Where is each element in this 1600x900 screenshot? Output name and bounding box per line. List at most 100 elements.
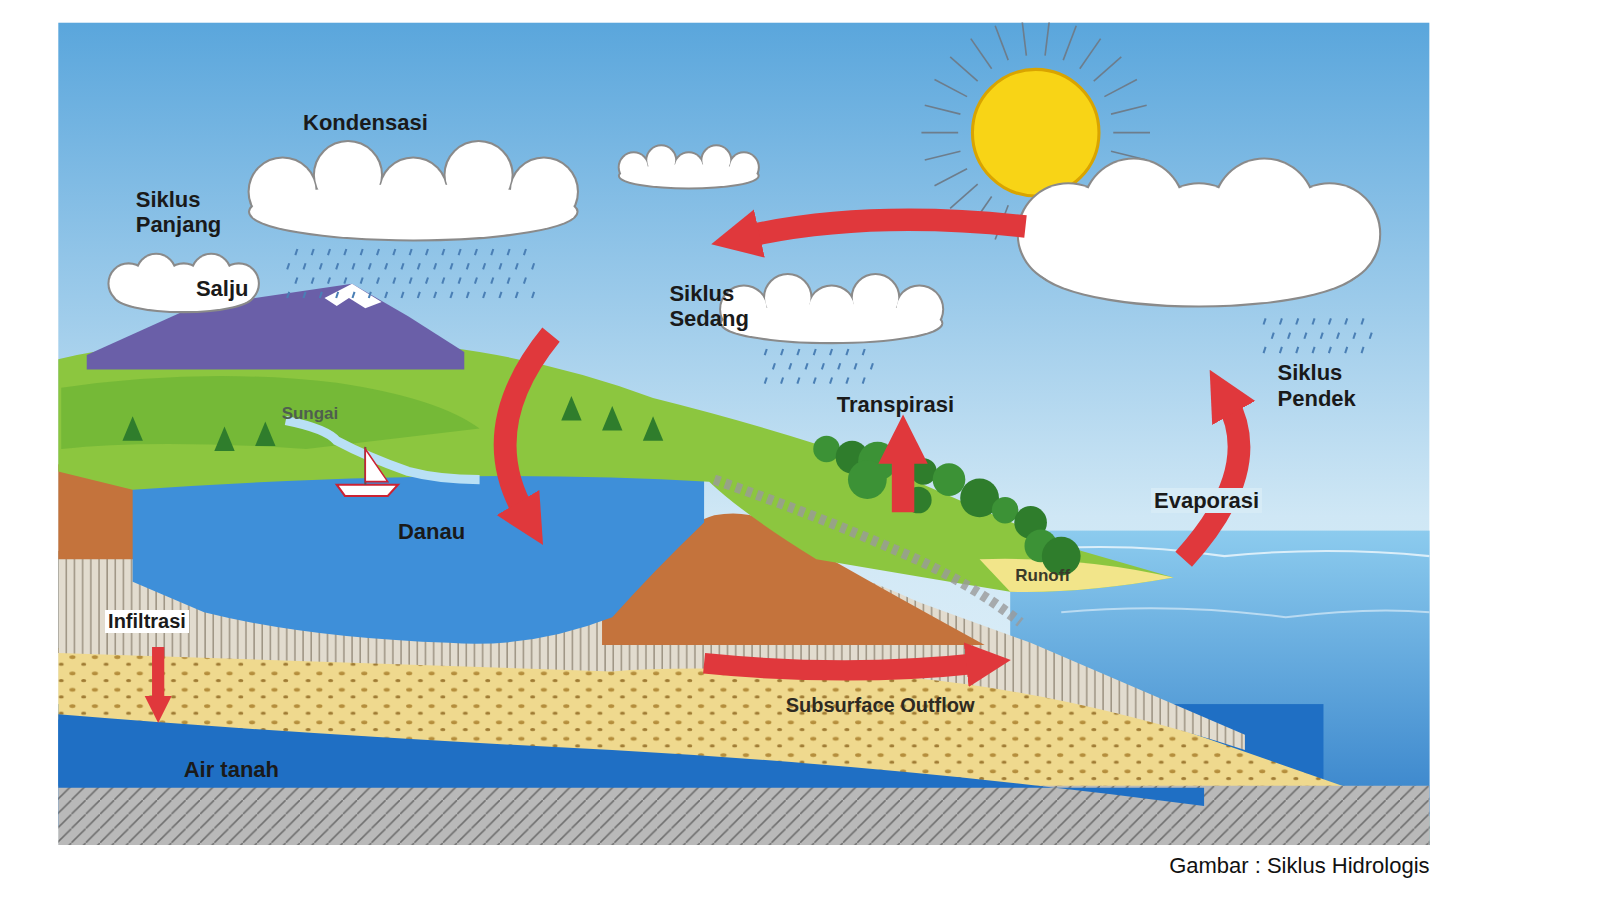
rain-drop [475, 249, 477, 255]
rain-drop [871, 363, 873, 369]
rain-drop [401, 292, 403, 298]
rain-drop [1296, 347, 1298, 353]
sun-ray [950, 57, 977, 81]
rain-drop [475, 278, 477, 284]
rain-drop [765, 349, 767, 355]
rain-drop [410, 249, 412, 255]
rain-drop [369, 263, 371, 269]
rain-drop [838, 363, 840, 369]
cycle-label: Siklus Sedang [669, 281, 776, 332]
rain-drop [1313, 347, 1315, 353]
cycle-label: Danau [398, 519, 465, 544]
cloud [620, 146, 758, 187]
cycle-label: Sungai [282, 404, 339, 424]
rain-drop [1280, 318, 1282, 324]
sun-ray [971, 39, 992, 69]
sun-ray [935, 80, 968, 97]
rain-drop [467, 292, 469, 298]
cloud [1019, 159, 1379, 305]
rain-drop [806, 363, 808, 369]
sun-ray [935, 169, 968, 186]
rain-drop [1313, 318, 1315, 324]
sun-ray [925, 105, 961, 114]
tree [933, 463, 966, 496]
cycle-label: Subsurface Outflow [786, 694, 975, 717]
rain-drop [1345, 318, 1347, 324]
rain-drop [312, 278, 314, 284]
rain-drop [1353, 333, 1355, 339]
rain-drop [846, 349, 848, 355]
sun-ray [1094, 57, 1121, 81]
rain-drop [459, 278, 461, 284]
rain-drop [361, 278, 363, 284]
cycle-label: Transpirasi [837, 392, 954, 417]
rain-drop [287, 263, 289, 269]
rain-drop [1362, 347, 1364, 353]
rain-drop [516, 292, 518, 298]
cloud-part [620, 164, 758, 187]
rain-drop [814, 378, 816, 384]
rain-drop [401, 263, 403, 269]
rain-drop [450, 292, 452, 298]
cloud-part [250, 184, 577, 239]
rain-drop [434, 263, 436, 269]
rain-drop [450, 263, 452, 269]
rain-drop [499, 292, 501, 298]
rain-drop [1272, 333, 1274, 339]
tree [643, 416, 663, 440]
rain-drop [361, 249, 363, 255]
rain-drop [1304, 333, 1306, 339]
sun-ray [1045, 22, 1049, 55]
rain-drop [1362, 318, 1364, 324]
rain-drop [1370, 333, 1372, 339]
cloud-part [1036, 223, 1363, 306]
cycle-label: Siklus Pendek [1278, 360, 1385, 411]
rain-drop [765, 378, 767, 384]
rain-drop [846, 378, 848, 384]
rain-drop [393, 278, 395, 284]
rain-drop [789, 363, 791, 369]
rain-drop [328, 278, 330, 284]
sun-ray [1063, 26, 1076, 60]
rain-drop [426, 278, 428, 284]
rain-drop [1345, 347, 1347, 353]
rain-drop [320, 263, 322, 269]
sun-ray [921, 132, 958, 134]
rain-drop [855, 363, 857, 369]
rain-drop [287, 292, 289, 298]
rain-drop [516, 263, 518, 269]
rain-drop [1329, 347, 1331, 353]
sun-ray [995, 26, 1008, 60]
rain-drop [434, 292, 436, 298]
cloud [109, 255, 257, 311]
cycle-label: Siklus Panjang [136, 187, 243, 238]
sun-ray [950, 184, 977, 208]
cycle-label: Salju [196, 276, 249, 301]
rain-drop [1288, 333, 1290, 339]
rain-drop [773, 363, 775, 369]
rain-drop [781, 378, 783, 384]
rain-drop [336, 263, 338, 269]
cloud-part [722, 304, 941, 342]
rain-drop [814, 349, 816, 355]
cloud [250, 142, 577, 239]
rain-drop [863, 378, 865, 384]
cycle-label: Runoff [1015, 566, 1070, 586]
tree [122, 416, 142, 440]
rain-drop [483, 263, 485, 269]
rain-drop [524, 278, 526, 284]
rain-drop [312, 249, 314, 255]
rain-drop [508, 249, 510, 255]
rain-drop [532, 263, 534, 269]
rain-drop [352, 292, 354, 298]
cycle-label: Infiltrasi [105, 610, 189, 633]
rain-drop [369, 292, 371, 298]
rain-drop [1296, 318, 1298, 324]
rain-drop [344, 249, 346, 255]
tree [848, 460, 887, 499]
sun-ray [1111, 105, 1147, 114]
rain-drop [797, 378, 799, 384]
rain-drop [491, 249, 493, 255]
rain-drop [385, 292, 387, 298]
